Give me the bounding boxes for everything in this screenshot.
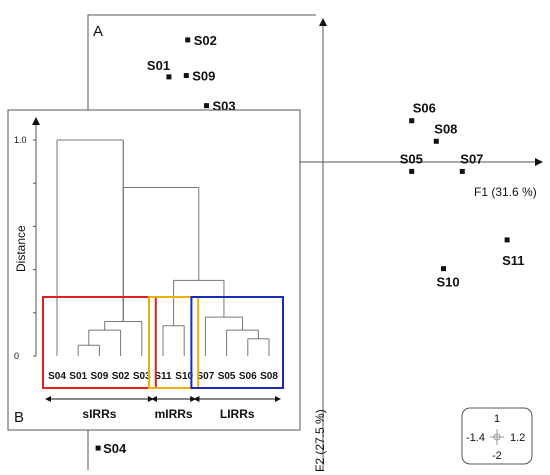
leaf-label-s07: S07	[197, 371, 215, 382]
scale-left: -1.4	[466, 432, 485, 444]
group-range-arrow	[147, 396, 154, 402]
point-marker-s11	[504, 237, 510, 243]
f1-axis-arrow	[535, 158, 543, 166]
point-marker-s06	[409, 118, 415, 124]
group-label-lirrs: LIRRs	[220, 407, 255, 421]
leaf-label-s06: S06	[239, 371, 257, 382]
group-label-mirrs: mIRRs	[155, 407, 193, 421]
point-label-s02: S02	[194, 33, 217, 48]
leaf-label-s09: S09	[91, 371, 109, 382]
point-label-s05: S05	[400, 151, 423, 166]
distance-ticks: 1.00	[14, 135, 36, 361]
panel-b-frame	[7, 109, 301, 431]
point-label-s08: S08	[434, 121, 457, 136]
point-marker-s05	[409, 168, 415, 174]
point-marker-s01	[166, 74, 172, 80]
point-marker-s02	[185, 37, 191, 43]
scale-box: 1 -2 -1.4 1.2	[461, 407, 533, 465]
group-range-arrow	[190, 396, 197, 402]
scale-bottom: -2	[492, 450, 502, 462]
point-marker-s08	[433, 138, 439, 144]
group-range-arrow	[275, 396, 281, 402]
panel-a-letter: A	[93, 23, 103, 40]
panel-b-letter: B	[14, 409, 24, 426]
scale-right: 1.2	[510, 432, 525, 444]
leaf-label-s03: S03	[133, 371, 151, 382]
point-marker-s10	[441, 266, 447, 272]
point-marker-s03	[204, 103, 210, 109]
point-marker-s04	[95, 445, 101, 451]
point-label-s01: S01	[147, 58, 170, 73]
group-range-arrow	[193, 396, 200, 402]
group-label-sirrs: sIRRs	[82, 407, 116, 421]
point-label-s10: S10	[437, 275, 460, 290]
point-label-s06: S06	[413, 101, 436, 116]
leaf-label-s05: S05	[218, 371, 236, 382]
group-range-arrow	[151, 396, 157, 402]
point-label-s04: S04	[103, 441, 127, 456]
f2-axis-arrow	[319, 18, 327, 26]
leaf-label-s10: S10	[175, 371, 193, 382]
point-label-s09: S09	[192, 69, 215, 84]
leaf-label-s08: S08	[260, 371, 278, 382]
cluster-groups: sIRRs mIRRs LIRRs	[42, 296, 284, 421]
point-marker-s09	[183, 73, 189, 79]
group-box-lirrs	[190, 296, 284, 389]
scale-top: 1	[494, 413, 500, 425]
distance-axis-label: Distance	[14, 225, 28, 272]
f1-axis-label: F1 (31.6 %)	[474, 185, 537, 199]
group-range-arrow	[45, 396, 51, 402]
distance-tick-label: 0	[14, 351, 19, 361]
leaf-label-s02: S02	[112, 371, 130, 382]
f2-axis-label: F2 (27.5 %)	[313, 409, 327, 472]
leaf-label-s04: S04	[48, 371, 66, 382]
distance-axis-arrow	[32, 117, 40, 125]
point-label-s11: S11	[502, 253, 524, 268]
group-box-sirrs	[42, 296, 157, 389]
leaf-label-s01: S01	[69, 371, 87, 382]
point-label-s07: S07	[460, 151, 483, 166]
leaf-label-s11: S11	[154, 371, 172, 382]
group-box-mirrs	[148, 296, 200, 389]
point-marker-s07	[459, 168, 465, 174]
distance-tick-label: 1.0	[14, 135, 27, 145]
